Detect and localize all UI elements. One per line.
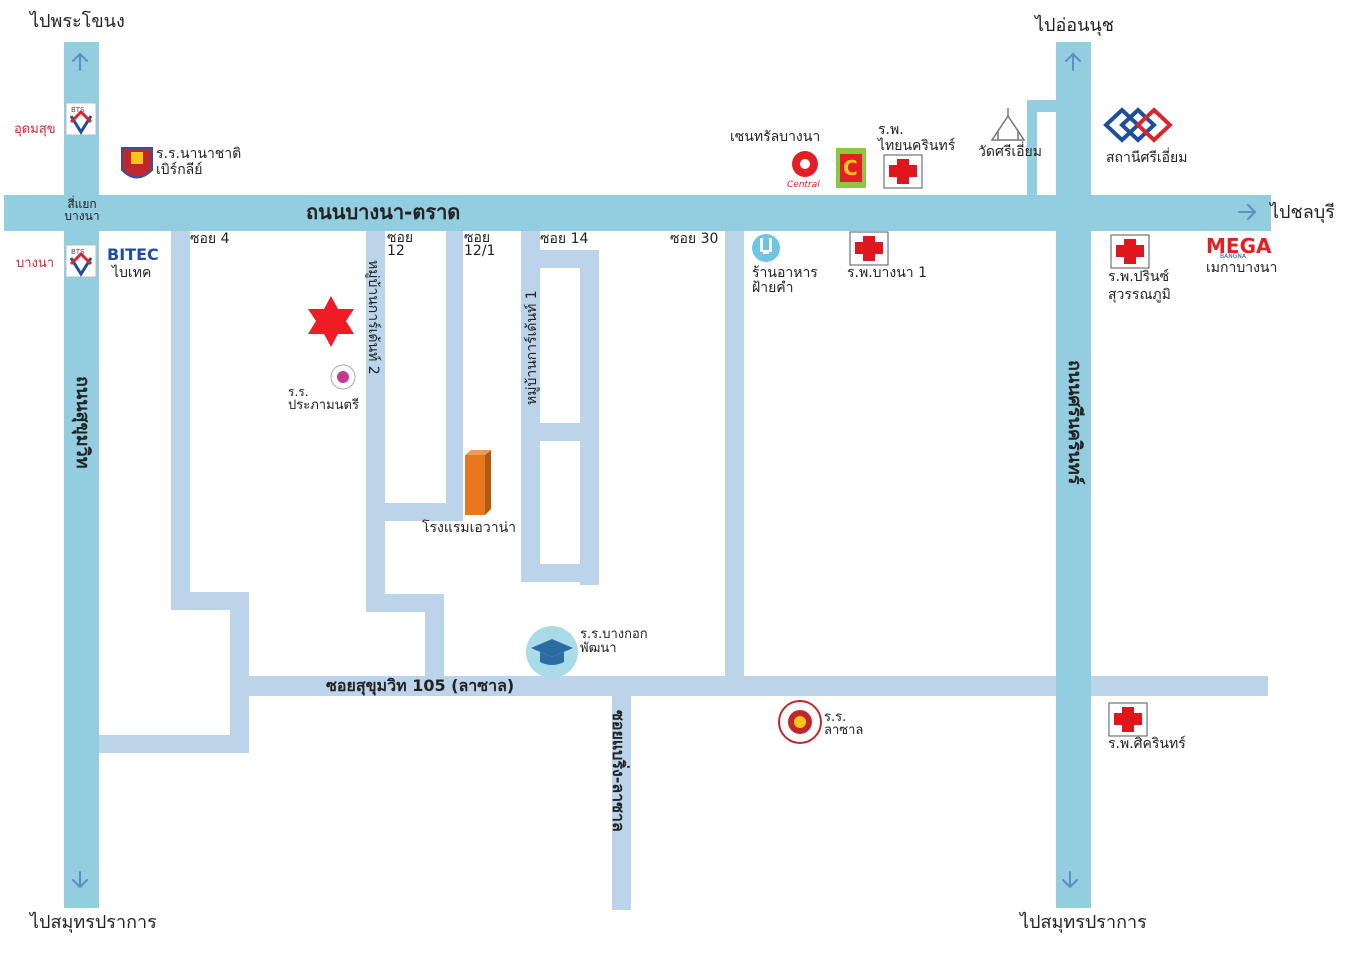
intersection-label: สี่แยก บางนา	[64, 198, 100, 222]
place-bangkok-pattana-label: ร.ร.บางกอก พัฒนา	[580, 628, 648, 656]
temple-icon	[990, 108, 1026, 141]
soi-12-1-label: ซอย 12/1	[464, 230, 496, 259]
road-sukhumvit	[64, 42, 99, 908]
place-lasalle-line1: ร.ร.	[824, 710, 847, 725]
bts-udomsuk-label: อุดมสุข	[14, 122, 56, 137]
road-label-srinakarin: ถนนศรีนครินทร์	[1064, 360, 1085, 485]
road-stub-left	[99, 735, 249, 753]
hospital-sikarin-icon	[1108, 702, 1148, 737]
bts-udomsuk-icon	[65, 102, 97, 136]
arrow-right-icon	[1238, 204, 1257, 220]
bitec-logo: BITEC	[107, 245, 159, 264]
arrow-up-left-icon	[72, 52, 88, 71]
place-prapamontri-line2: ประภามนตรี	[288, 398, 359, 413]
road-label-sukhumvit-105: ซอยสุขุมวิท 105 (ลาซาล)	[326, 676, 515, 695]
place-bangkok-pattana-line1: ร.ร.บางกอก	[580, 627, 648, 642]
bts-logo-text-udomsuk: BTS	[71, 106, 85, 114]
place-wat-label: วัดศรีเอี่ยม	[978, 144, 1042, 160]
soi-30-label: ซอย 30	[670, 231, 719, 247]
destination-star-icon	[308, 296, 354, 347]
road-soi-14	[521, 231, 540, 582]
school-lasalle-icon	[778, 700, 822, 744]
road-label-village-2: หมู่บ้านการ์เด้นท์ 2	[365, 260, 381, 375]
road-srinakarin	[1056, 42, 1091, 908]
hospital-thainakarin-icon	[883, 154, 923, 189]
hospital-icons	[849, 154, 1150, 737]
direction-label-onnut: ไปอ่อนนุช	[1035, 15, 1114, 36]
road-soi-4	[171, 231, 190, 609]
place-princ-label: ร.พ.ปรินซ์ สุวรรณภูมิ	[1108, 268, 1171, 304]
road-soi-30	[725, 231, 744, 686]
arrow-up-right-icon	[1065, 52, 1081, 71]
soi-12-line2: 12	[387, 243, 405, 259]
road-sukhumvit-105	[230, 676, 1268, 696]
place-thainakarin-line2: ไทยนครินทร์	[878, 138, 956, 154]
road-label-baering-lasalle: ซอยแบริ่ง-ลาซาล	[609, 710, 628, 832]
soi-12-1-line2: 12/1	[464, 243, 496, 259]
place-nist-line1: ร.ร.นานาชาติ	[156, 146, 242, 162]
direction-label-chonburi: ไปชลบุรี	[1270, 202, 1335, 223]
place-sikarin-label: ร.พ.ศิครินทร์	[1108, 736, 1186, 752]
central-logo-text: Central	[787, 180, 820, 190]
bts-bangna-icon	[65, 244, 97, 278]
soi-12-1-line1: ซอย	[464, 230, 491, 246]
place-restaurant-line2: ฝ้ายคำ	[752, 280, 794, 296]
bts-logo-text-bangna: BTS	[71, 248, 85, 256]
soi-14-label: ซอย 14	[540, 231, 589, 247]
school-crest-icon	[121, 147, 153, 179]
place-bangkok-pattana-line2: พัฒนา	[580, 641, 617, 656]
place-mega-label: เมกาบางนา	[1206, 260, 1278, 276]
hotel-building-icon	[465, 450, 491, 515]
road-soi-12-1	[446, 231, 463, 521]
graduation-cap-icon	[526, 626, 578, 678]
place-station-label: สถานีศรีเอี่ยม	[1106, 150, 1188, 166]
place-restaurant-label: ร้านอาหาร ฝ้ายคำ	[752, 266, 818, 296]
soi-12-line1: ซอย	[387, 230, 414, 246]
school-prapamontri-icon	[330, 364, 356, 390]
direction-label-samutprakan-right: ไปสมุทรปราการ	[1020, 912, 1147, 933]
intersection-line2: บางนา	[64, 209, 100, 223]
hotel-label: โรงแรมเอวาน่า	[422, 520, 516, 536]
arrow-down-left-icon	[72, 871, 88, 889]
direction-label-samutprakan-left: ไปสมุทรปราการ	[30, 912, 157, 933]
restaurant-icon	[752, 234, 780, 262]
intersection-line1: สี่แยก	[67, 197, 97, 211]
soi-12-label: ซอย 12	[387, 230, 414, 259]
mega-logo: MEGA	[1206, 234, 1272, 258]
hospital-bangna1-icon	[849, 231, 889, 266]
direction-label-prakhanong: ไปพระโขนง	[30, 11, 125, 32]
place-prapamontri-line1: ร.ร.	[288, 385, 309, 399]
major-roads	[4, 42, 1271, 908]
place-lasalle-line2: ลาซาล	[824, 723, 864, 738]
soi-4-label: ซอย 4	[190, 231, 230, 247]
bigc-logo-text: C	[843, 156, 858, 180]
place-thainakarin-line1: ร.พ.	[878, 122, 904, 138]
place-princ-line1: ร.พ.ปรินซ์	[1108, 269, 1170, 285]
bts-bangna-label: บางนา	[16, 256, 55, 271]
direction-arrows	[72, 52, 1257, 889]
place-prapamontri-label: ร.ร. ประภามนตรี	[288, 385, 359, 413]
place-thainakarin-label: ร.พ. ไทยนครินทร์	[878, 122, 955, 154]
road-label-sukhumvit: ถนนสุขุมวิท	[72, 376, 93, 469]
bitec-name-label: ไบเทค	[112, 265, 152, 281]
minor-roads	[99, 231, 1268, 910]
place-central-label: เซนทรัลบางนา	[730, 129, 821, 145]
place-lasalle-label: ร.ร. ลาซาล	[824, 711, 863, 737]
bigc-logo-icon	[836, 148, 866, 188]
road-label-village-1: หมู่บ้านการ์เด้นท์ 1	[524, 290, 540, 405]
arrow-down-right-icon	[1062, 871, 1078, 889]
place-restaurant-line1: ร้านอาหาร	[752, 265, 818, 281]
road-baering-lasalle	[612, 686, 631, 910]
central-logo-icon	[792, 151, 818, 177]
place-nist-label: ร.ร.นานาชาติ เบิร์กลีย์	[156, 146, 241, 178]
hospital-princ-icon	[1110, 234, 1150, 269]
place-nist-line2: เบิร์กลีย์	[156, 162, 203, 178]
road-label-bangna-trad: ถนนบางนา-ตราด	[306, 200, 461, 224]
place-bangna1-label: ร.พ.บางนา 1	[847, 265, 928, 281]
place-princ-line2: สุวรรณภูมิ	[1108, 287, 1171, 303]
mega-sub: BANGNA	[1220, 253, 1246, 260]
station-logo-icon	[1103, 107, 1173, 143]
